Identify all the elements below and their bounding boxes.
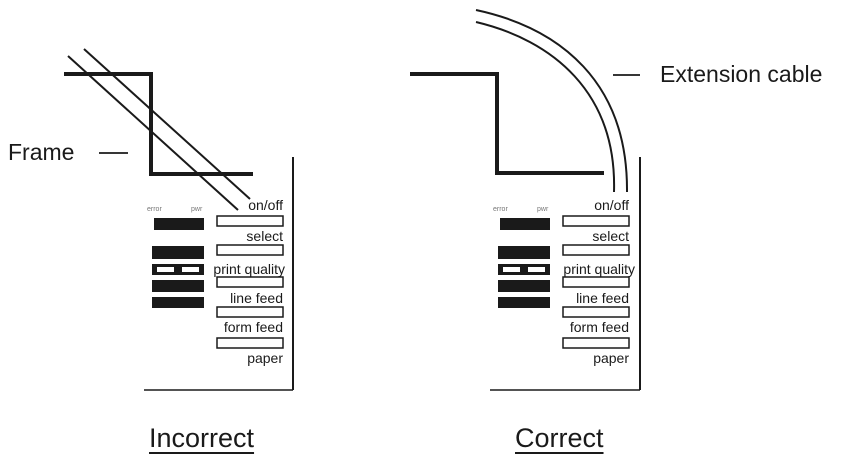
button-label-form-feed: form feed bbox=[223, 319, 283, 335]
indicator-light bbox=[498, 297, 550, 308]
extension-cable-strand bbox=[475, 21, 616, 193]
caption-incorrect: Incorrect bbox=[149, 423, 255, 453]
panel-button-form-feed bbox=[216, 337, 284, 349]
panel-button-print-quality bbox=[216, 276, 284, 288]
indicator-light bbox=[500, 218, 550, 230]
indicator-light bbox=[498, 246, 550, 259]
panel-button-on-off bbox=[216, 215, 284, 227]
button-label-print-quality: print quality bbox=[563, 261, 635, 277]
button-label-paper: paper bbox=[247, 350, 283, 366]
indicator-label-error: error bbox=[147, 206, 162, 213]
button-label-select: select bbox=[246, 228, 283, 244]
indicator-light bbox=[152, 297, 204, 308]
indicator-light bbox=[154, 218, 204, 230]
indicator-light-split bbox=[498, 264, 550, 275]
button-label-on-off: on/off bbox=[594, 197, 629, 213]
button-label-line-feed: line feed bbox=[230, 290, 283, 306]
indicator-light bbox=[152, 246, 204, 259]
frame-label: Frame bbox=[8, 139, 75, 165]
indicator-light bbox=[152, 280, 204, 292]
extension-cable-strand bbox=[475, 9, 629, 193]
caption-correct: Correct bbox=[515, 423, 604, 453]
button-label-print-quality: print quality bbox=[213, 261, 285, 277]
cable-strand-incorrect bbox=[67, 55, 239, 211]
panel-button-on-off bbox=[562, 215, 630, 227]
button-label-on-off: on/off bbox=[248, 197, 283, 213]
panel-button-line-feed bbox=[216, 306, 284, 318]
indicator-light bbox=[498, 280, 550, 292]
incorrect-panel bbox=[64, 48, 294, 391]
frame-edge-correct bbox=[410, 72, 604, 175]
indicator-light-split bbox=[152, 264, 204, 275]
button-label-select: select bbox=[592, 228, 629, 244]
extension-cable-label: Extension cable bbox=[660, 61, 823, 87]
correct-panel bbox=[410, 9, 641, 391]
panel-button-select bbox=[216, 244, 284, 256]
button-label-line-feed: line feed bbox=[576, 290, 629, 306]
frame-edge-incorrect bbox=[64, 72, 253, 176]
indicator-label-pwr: pwr bbox=[537, 206, 549, 213]
button-label-paper: paper bbox=[593, 350, 629, 366]
panel-button-form-feed bbox=[562, 337, 630, 349]
panel-button-select bbox=[562, 244, 630, 256]
panel-button-print-quality bbox=[562, 276, 630, 288]
panel-button-line-feed bbox=[562, 306, 630, 318]
button-label-form-feed: form feed bbox=[569, 319, 629, 335]
indicator-label-error: error bbox=[493, 206, 508, 213]
indicator-label-pwr: pwr bbox=[191, 206, 203, 213]
cable-strand-incorrect bbox=[83, 48, 251, 200]
